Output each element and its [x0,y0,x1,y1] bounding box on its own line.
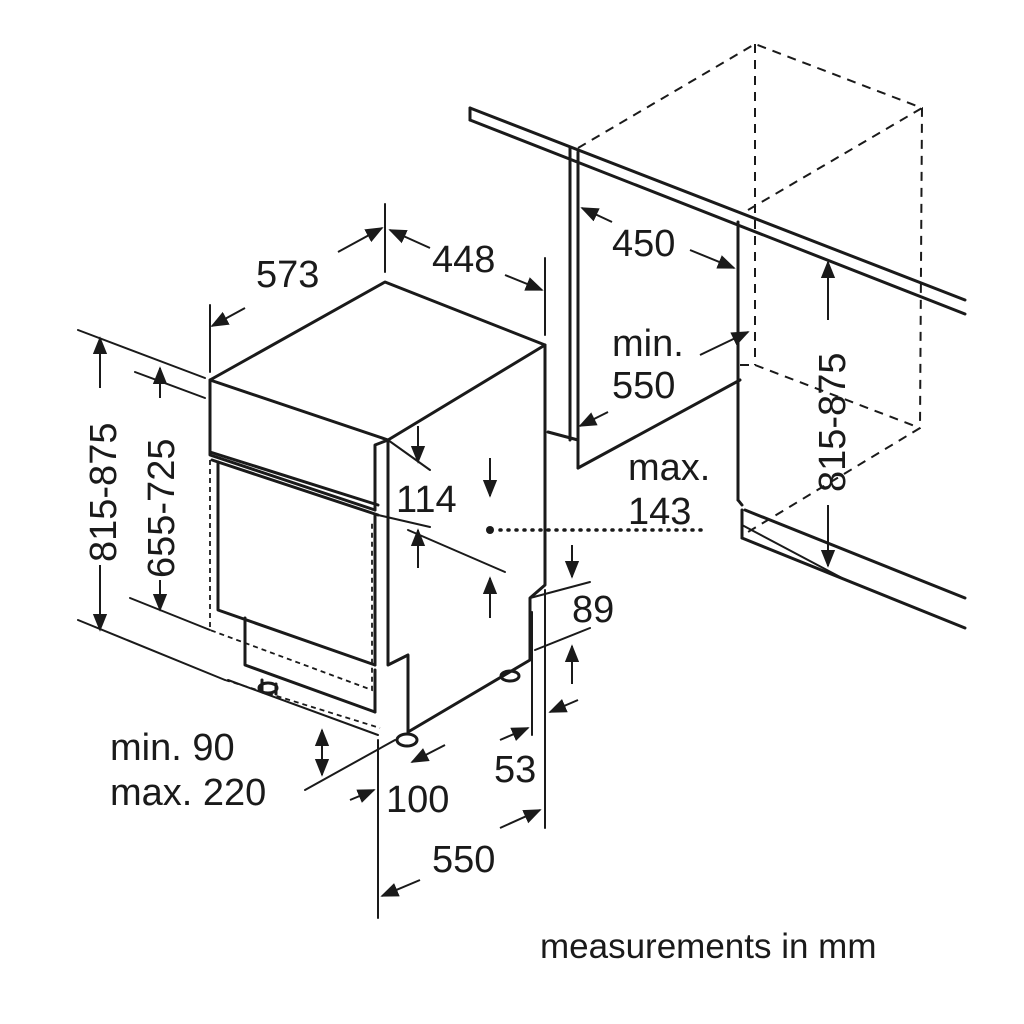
label-573: 573 [256,254,319,296]
label-plinth-min: min. 90 [110,727,235,769]
label-door-height: 655-725 [141,439,183,578]
label-114: 114 [396,479,457,521]
label-overall-height: 815-875 [83,423,125,562]
label-plinth-max: max. 220 [110,772,266,814]
niche-cabinet-outline [577,42,924,533]
label-143: 143 [628,491,691,533]
label-450: 450 [612,223,675,265]
label-448: 448 [432,239,495,281]
dimension-lines [77,203,843,919]
label-89: 89 [572,589,614,631]
label-53: 53 [494,749,536,791]
label-100: 100 [386,779,449,821]
units-caption: measurements in mm [540,927,876,966]
label-niche-height: 815-875 [812,353,854,492]
label-max: max. [628,447,710,489]
label-niche-550: 550 [612,365,675,407]
dimension-labels: 573 448 450 min. 550 815-875 max. 143 11… [83,223,854,881]
label-550: 550 [432,839,495,881]
worktop [468,106,967,316]
dishwasher-body [208,280,547,748]
label-niche-min: min. [612,323,684,365]
